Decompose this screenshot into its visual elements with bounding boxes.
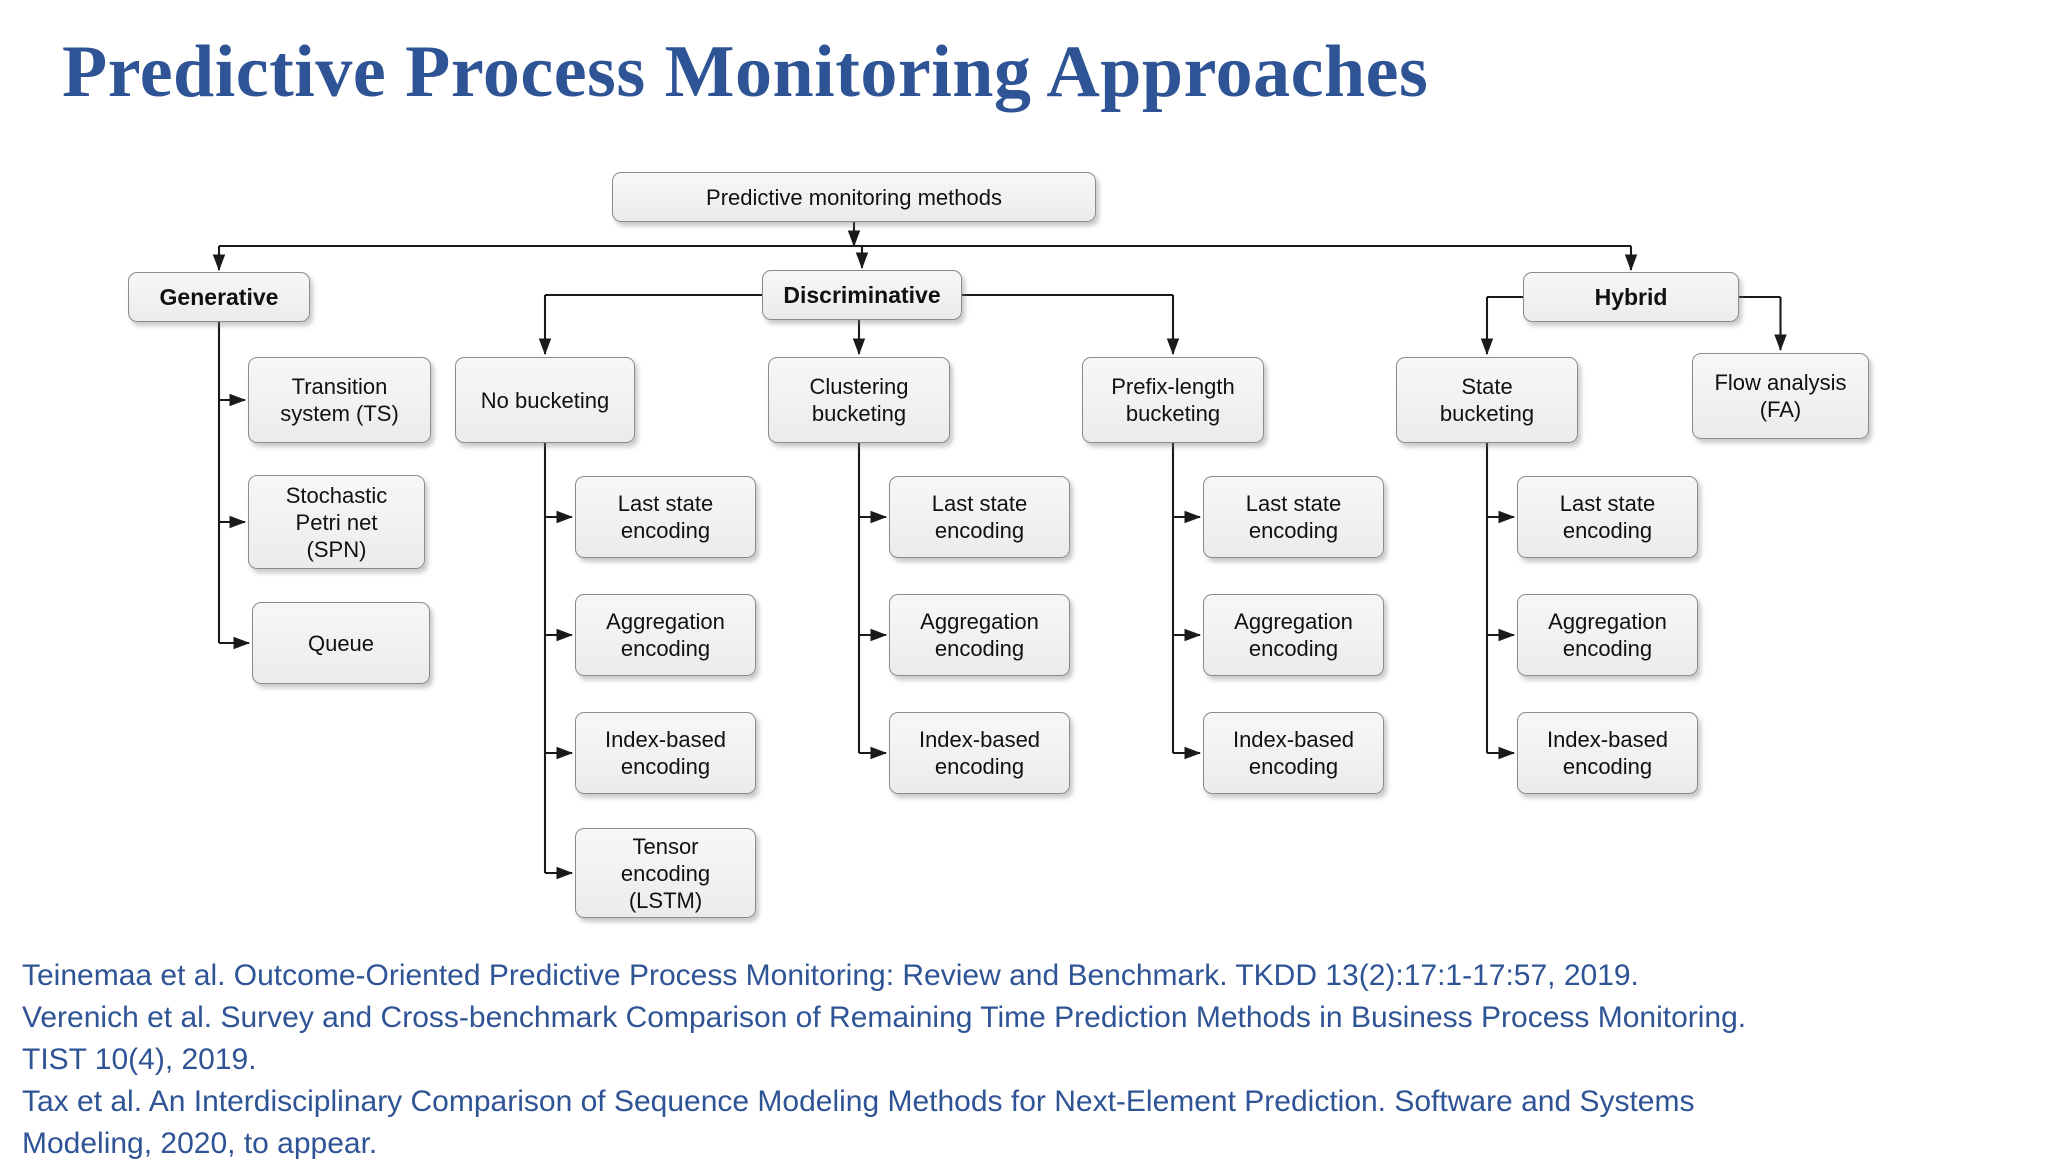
node-root: Predictive monitoring methods — [612, 172, 1096, 222]
node-pl-last: Last state encoding — [1203, 476, 1384, 558]
node-gen-spn: Stochastic Petri net (SPN) — [248, 475, 425, 569]
node-label: Last state encoding — [931, 491, 1028, 543]
node-cl-last: Last state encoding — [889, 476, 1070, 558]
node-label: Aggregation encoding — [606, 609, 725, 661]
citation-line: Verenich et al. Survey and Cross-benchma… — [22, 1001, 1747, 1034]
node-cl-agg: Aggregation encoding — [889, 594, 1070, 676]
node-label: Index-based encoding — [1546, 727, 1669, 779]
node-prefix-length: Prefix-length bucketing — [1082, 357, 1264, 443]
node-nb-last: Last state encoding — [575, 476, 756, 558]
node-hybrid: Hybrid — [1523, 272, 1739, 322]
node-label: State bucketing — [1439, 374, 1535, 426]
node-discriminative: Discriminative — [762, 270, 962, 320]
node-pl-idx: Index-based encoding — [1203, 712, 1384, 794]
node-label: Generative — [159, 283, 279, 310]
node-sb-idx: Index-based encoding — [1517, 712, 1698, 794]
node-gen-queue: Queue — [252, 602, 430, 684]
citation-list: Teinemaa et al. Outcome-Oriented Predict… — [22, 955, 2032, 1165]
node-label: Queue — [307, 630, 375, 656]
node-label: Stochastic Petri net (SPN) — [285, 482, 388, 562]
node-state-bucketing: State bucketing — [1396, 357, 1578, 443]
node-nb-idx: Index-based encoding — [575, 712, 756, 794]
node-label: Transition system (TS) — [280, 374, 399, 426]
diagram-edges — [212, 222, 1787, 880]
node-label: Discriminative — [783, 281, 941, 308]
node-label: Last state encoding — [1559, 491, 1656, 543]
node-label: Prefix-length bucketing — [1111, 374, 1235, 426]
node-sb-last: Last state encoding — [1517, 476, 1698, 558]
citation-line: Teinemaa et al. Outcome-Oriented Predict… — [22, 959, 1639, 992]
node-flow-analysis: Flow analysis (FA) — [1692, 353, 1869, 439]
node-cl-idx: Index-based encoding — [889, 712, 1070, 794]
node-label: Aggregation encoding — [920, 609, 1039, 661]
node-label: Aggregation encoding — [1548, 609, 1667, 661]
node-no-bucketing: No bucketing — [455, 357, 635, 443]
node-gen-ts: Transition system (TS) — [248, 357, 431, 443]
node-label: Predictive monitoring methods — [706, 184, 1002, 210]
node-clustering: Clustering bucketing — [768, 357, 950, 443]
node-label: Hybrid — [1594, 283, 1668, 310]
node-label: Last state encoding — [1245, 491, 1342, 543]
node-nb-agg: Aggregation encoding — [575, 594, 756, 676]
node-label: Index-based encoding — [604, 727, 727, 779]
node-label: Tensor encoding (LSTM) — [620, 833, 711, 913]
node-pl-agg: Aggregation encoding — [1203, 594, 1384, 676]
node-label: Index-based encoding — [918, 727, 1041, 779]
citation-line: TIST 10(4), 2019. — [22, 1043, 257, 1076]
node-label: Clustering bucketing — [809, 374, 909, 426]
node-sb-agg: Aggregation encoding — [1517, 594, 1698, 676]
node-label: Index-based encoding — [1232, 727, 1355, 779]
node-generative: Generative — [128, 272, 310, 322]
citation-line: Tax et al. An Interdisciplinary Comparis… — [22, 1085, 1695, 1118]
citation-line: Modeling, 2020, to appear. — [22, 1127, 378, 1160]
node-label: No bucketing — [480, 387, 610, 413]
node-label: Last state encoding — [617, 491, 714, 543]
node-label: Aggregation encoding — [1234, 609, 1353, 661]
node-nb-tensor: Tensor encoding (LSTM) — [575, 828, 756, 918]
page-title: Predictive Process Monitoring Approaches — [62, 31, 1429, 113]
node-label: Flow analysis (FA) — [1714, 370, 1847, 422]
